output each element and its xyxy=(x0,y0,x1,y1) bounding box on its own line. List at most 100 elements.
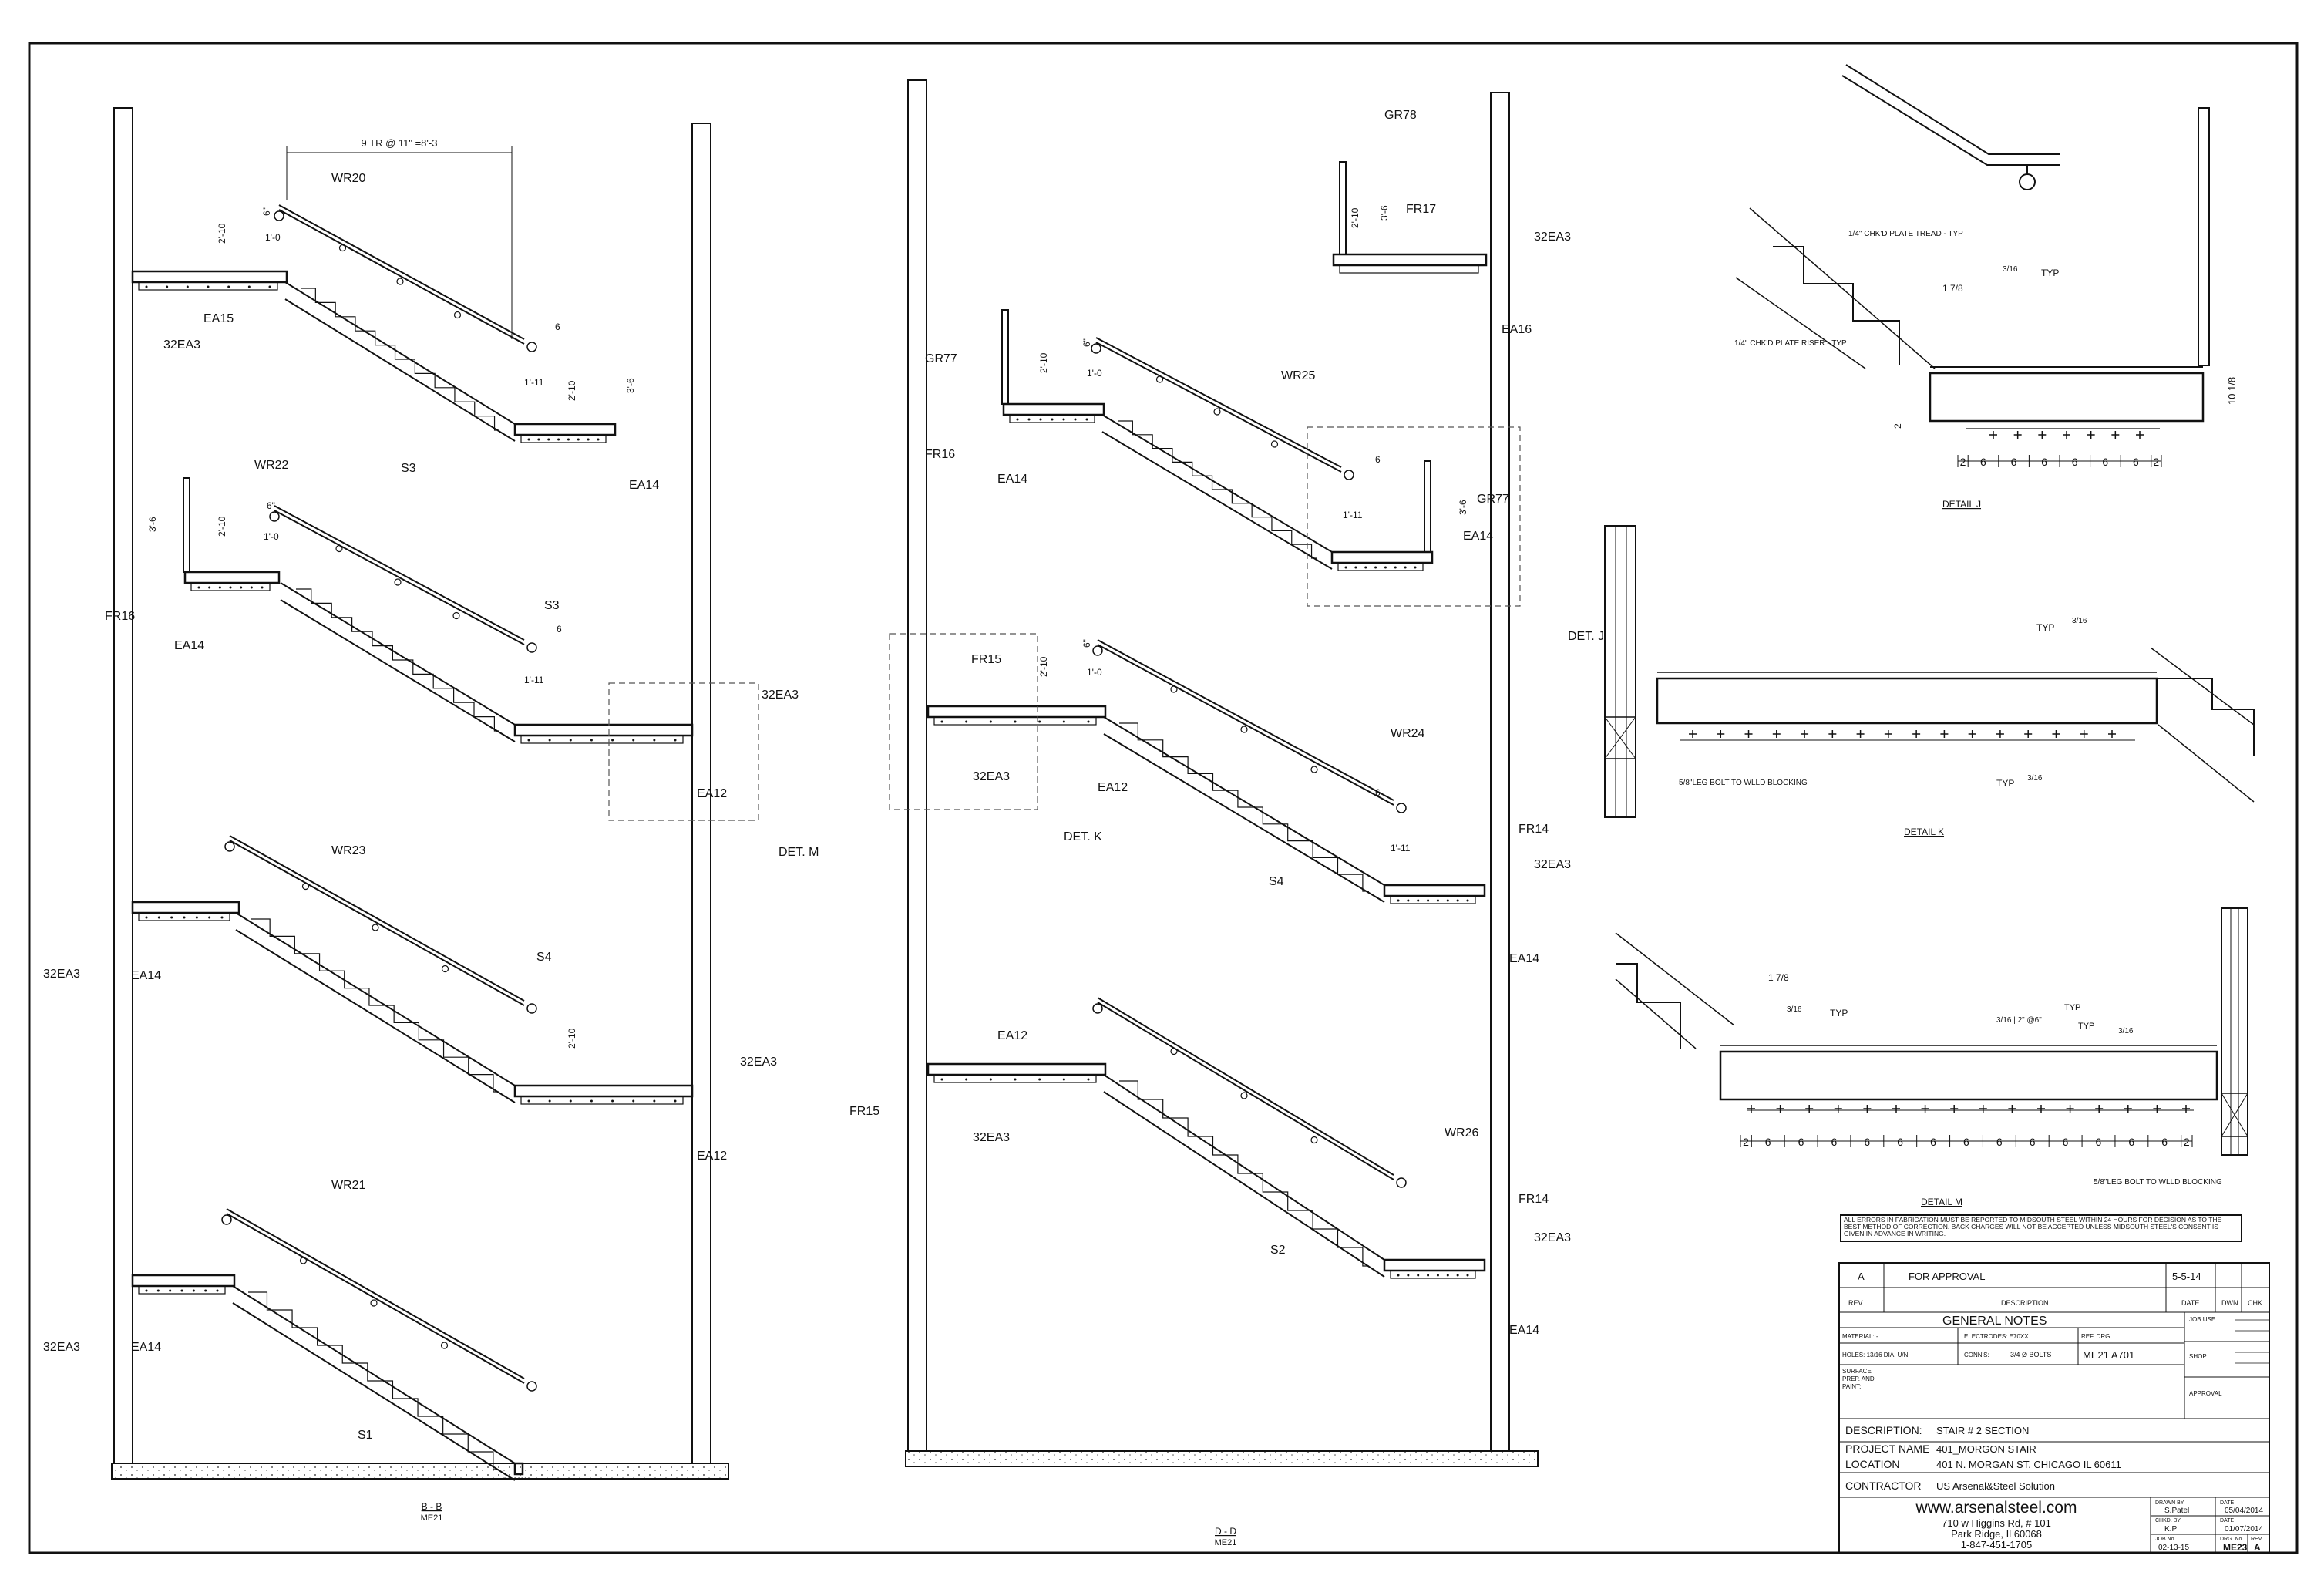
callout-det-k xyxy=(889,633,1038,810)
label-wr26: WR26 xyxy=(1445,1126,1479,1140)
spacing-dim: 6 xyxy=(2030,1136,2036,1148)
svg-text:DRG. No.: DRG. No. xyxy=(2220,1537,2243,1542)
label-ea14: EA14 xyxy=(1509,952,1539,965)
svg-text:02-13-15: 02-13-15 xyxy=(2158,1544,2189,1552)
spacing-dim: 2 xyxy=(1960,456,1966,468)
stair-flight xyxy=(131,835,694,1105)
svg-text:US Arsenal&Steel Solution: US Arsenal&Steel Solution xyxy=(1936,1480,2055,1492)
callout-det-m xyxy=(608,682,759,821)
svg-text:TYP: TYP xyxy=(1830,1008,1848,1018)
svg-text:REF. DRG.: REF. DRG. xyxy=(2081,1333,2112,1340)
label-det-m: DET. M xyxy=(779,846,819,859)
svg-text:401 N. MORGAN ST. CHICAGO IL 6: 401 N. MORGAN ST. CHICAGO IL 60611 xyxy=(1936,1459,2121,1470)
stair-flight xyxy=(131,204,617,443)
svg-text:LOCATION: LOCATION xyxy=(1845,1458,1900,1470)
svg-text:TYP: TYP xyxy=(2064,1003,2080,1012)
label-wr20: WR20 xyxy=(331,172,366,185)
label-32ea3: 32EA3 xyxy=(1534,858,1571,871)
dimension: 6 xyxy=(1375,787,1381,798)
dimension: 2'-10 xyxy=(217,223,227,244)
dimension: 2'-10 xyxy=(1350,207,1360,228)
column-left xyxy=(907,79,927,1452)
label-ea15: EA15 xyxy=(203,312,234,325)
spacing-dim: 6 xyxy=(2128,1136,2134,1148)
label-ea14: EA14 xyxy=(1509,1324,1539,1337)
column-left xyxy=(113,107,133,1464)
dimension: 2'-10 xyxy=(567,1028,577,1049)
dimension: 6 xyxy=(1375,454,1381,465)
dimension: 6" xyxy=(1081,338,1092,347)
label-gr77: GR77 xyxy=(1477,493,1509,506)
svg-text:CHKD. BY: CHKD. BY xyxy=(2155,1518,2181,1523)
label-ea14: EA14 xyxy=(174,639,204,652)
svg-text:3/16: 3/16 xyxy=(2072,617,2087,625)
slab xyxy=(905,1450,1539,1467)
dimension: 1'-11 xyxy=(524,377,544,388)
detail-k-title: DETAIL K xyxy=(1904,827,1944,837)
svg-text:5/8"LEG BOLT TO WLLD BLOCKING: 5/8"LEG BOLT TO WLLD BLOCKING xyxy=(1679,779,1808,787)
dimension: 2'-10 xyxy=(1038,656,1049,677)
spacing-dim: 6 xyxy=(1864,1136,1870,1148)
spacing-dim: 2 xyxy=(2184,1136,2190,1148)
svg-text:DATE: DATE xyxy=(2220,1500,2234,1506)
label-ea14: EA14 xyxy=(131,969,161,982)
spacing-dim: 6 xyxy=(2133,456,2139,468)
svg-text:9 TR @ 11" =8'-3: 9 TR @ 11" =8'-3 xyxy=(362,137,438,149)
label-32ea3: 32EA3 xyxy=(163,338,200,352)
svg-text:A: A xyxy=(2254,1542,2261,1553)
section-dd-title: D - D xyxy=(1215,1526,1236,1537)
dimension: 6 xyxy=(555,322,560,332)
svg-text:05/04/2014: 05/04/2014 xyxy=(2225,1507,2263,1515)
label-32ea3: 32EA3 xyxy=(1534,1231,1571,1244)
svg-text:REV.: REV. xyxy=(1848,1299,1864,1307)
svg-text:5/8"LEG BOLT TO WLLD BLOCKING: 5/8"LEG BOLT TO WLLD BLOCKING xyxy=(2094,1178,2222,1187)
svg-text:3/16: 3/16 xyxy=(2118,1027,2134,1035)
label-s3: S3 xyxy=(544,599,560,612)
label-ea12: EA12 xyxy=(997,1029,1027,1042)
svg-text:TYP: TYP xyxy=(2041,268,2059,278)
svg-text:A: A xyxy=(1858,1271,1865,1282)
svg-text:10 1/8: 10 1/8 xyxy=(2226,377,2238,405)
disclaimer: ALL ERRORS IN FABRICATION MUST BE REPORT… xyxy=(1844,1217,2222,1237)
dimension: 6" xyxy=(1081,639,1092,648)
svg-text:3/16 | 2" @6": 3/16 | 2" @6" xyxy=(1996,1016,2042,1025)
label-fr14: FR14 xyxy=(1519,1193,1549,1206)
label-det-j: DET. J xyxy=(1568,630,1604,643)
svg-text:PROJECT NAME: PROJECT NAME xyxy=(1845,1443,1929,1455)
slab xyxy=(111,1463,729,1480)
section-bb-ref: ME21 xyxy=(421,1513,443,1523)
dimension: 2'-10 xyxy=(567,380,577,401)
spacing-dim: 6 xyxy=(1963,1136,1969,1148)
dimension: 3'-6 xyxy=(147,517,158,532)
detail-k: TYP 3/16 TYP 3/16 5/8"LEG BOLT TO WLLD B… xyxy=(1604,525,2255,837)
svg-text:1 7/8: 1 7/8 xyxy=(1768,972,1789,983)
label-gr78: GR78 xyxy=(1384,109,1417,122)
spacing-dim: 6 xyxy=(2161,1136,2168,1148)
svg-text:DRAWN BY: DRAWN BY xyxy=(2155,1500,2184,1506)
label-s1: S1 xyxy=(358,1429,373,1442)
svg-text:REV.: REV. xyxy=(2251,1537,2263,1542)
stair-flight xyxy=(927,639,1486,904)
svg-text:DATE: DATE xyxy=(2181,1299,2199,1307)
dimension: 1'-11 xyxy=(1391,843,1411,853)
dimension: 1'-0 xyxy=(1087,368,1102,379)
stair-flight xyxy=(927,997,1486,1279)
label-fr15: FR15 xyxy=(971,653,1001,666)
dimension-treads: 9 TR @ 11" =8'-3 xyxy=(286,137,513,339)
company-website: www.arsenalsteel.com xyxy=(1915,1499,2077,1517)
dimension: 1'-0 xyxy=(1087,667,1102,678)
svg-text:1 7/8: 1 7/8 xyxy=(1942,283,1963,294)
svg-text:TYP: TYP xyxy=(2036,622,2054,633)
dimension: 1'-0 xyxy=(264,531,279,542)
label-wr23: WR23 xyxy=(331,844,366,857)
svg-text:2: 2 xyxy=(1892,423,1903,429)
svg-text:710 w Higgins Rd, # 101: 710 w Higgins Rd, # 101 xyxy=(1942,1517,2051,1529)
svg-text:3/4 Ø BOLTS: 3/4 Ø BOLTS xyxy=(2010,1351,2051,1358)
svg-text:MATERIAL: -: MATERIAL: - xyxy=(1842,1333,1878,1340)
svg-text:401_MORGON STAIR: 401_MORGON STAIR xyxy=(1936,1443,2036,1455)
section-dd-ref: ME21 xyxy=(1215,1538,1237,1547)
dimension: 6" xyxy=(267,500,275,511)
svg-text:3/16: 3/16 xyxy=(2003,265,2018,274)
